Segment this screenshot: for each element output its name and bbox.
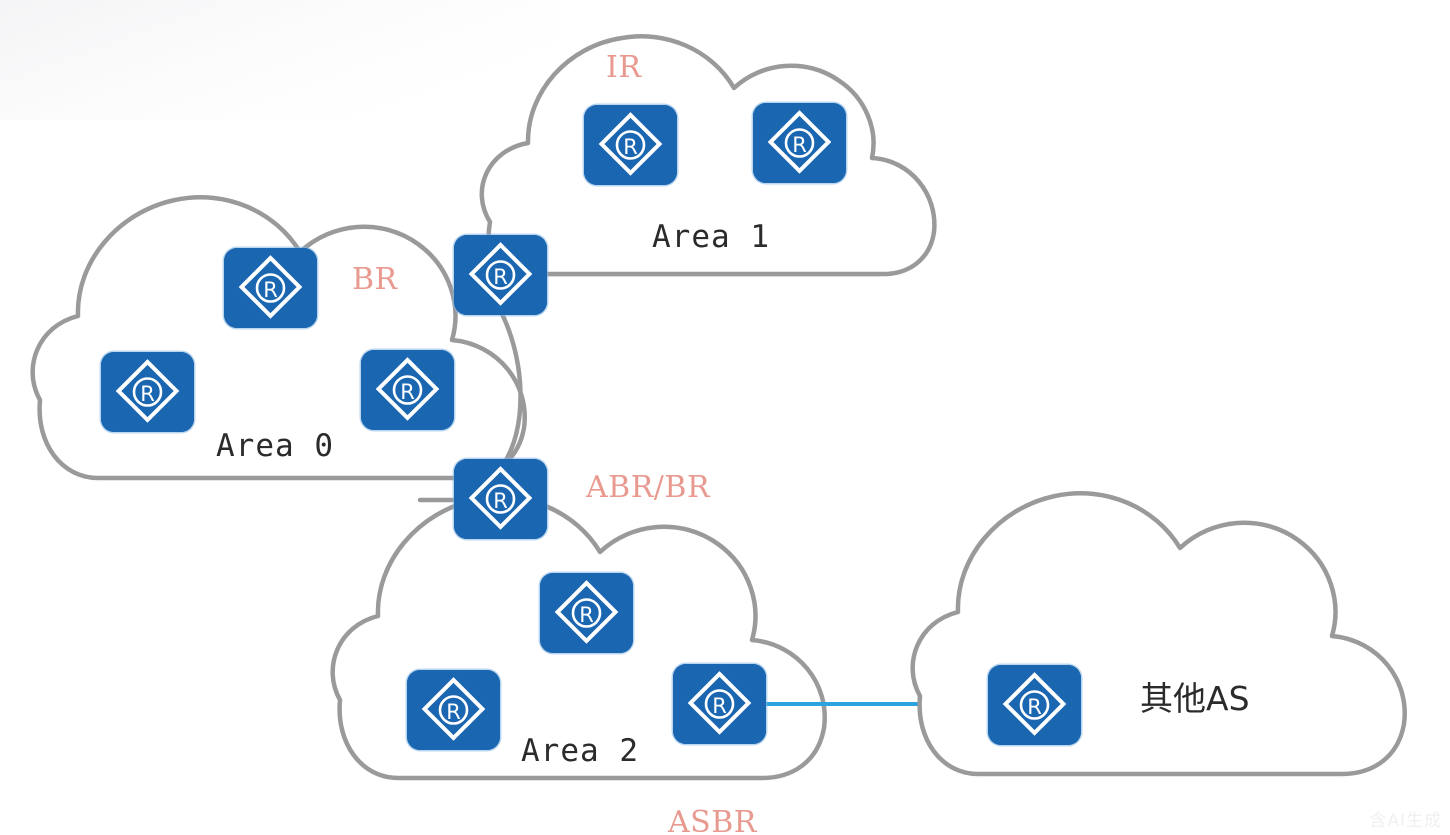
- router-node-asbr[interactable]: R: [673, 664, 766, 744]
- role-label-br: BR: [352, 262, 398, 297]
- svg-text:R: R: [579, 603, 594, 627]
- router-node-area2-left[interactable]: R: [407, 670, 500, 750]
- role-label-ir: IR: [606, 50, 642, 85]
- router-node-abr-br[interactable]: R: [454, 459, 547, 539]
- cloud-other-as: [910, 491, 1407, 777]
- link-br-to-abr: [497, 307, 523, 469]
- cloud-area1: [479, 34, 937, 277]
- router-icon: R: [454, 235, 547, 315]
- svg-text:R: R: [493, 265, 508, 289]
- ai-watermark: 含AI生成: [1369, 811, 1442, 831]
- router-icon: R: [224, 248, 317, 328]
- svg-text:R: R: [712, 694, 727, 718]
- router-icon: R: [673, 664, 766, 744]
- role-label-abr-br: ABR/BR: [586, 470, 711, 505]
- router-icon: R: [584, 105, 677, 185]
- router-node-area2-top[interactable]: R: [540, 573, 633, 653]
- router-node-area0-right[interactable]: R: [361, 350, 454, 430]
- svg-text:R: R: [1027, 695, 1042, 719]
- router-icon: R: [407, 670, 500, 750]
- svg-text:R: R: [400, 380, 415, 404]
- svg-text:R: R: [493, 489, 508, 513]
- router-node-br[interactable]: R: [454, 235, 547, 315]
- router-icon: R: [988, 665, 1081, 745]
- cloud-label-other-as: 其他AS: [1140, 679, 1250, 718]
- router-icon: R: [540, 573, 633, 653]
- router-icon: R: [753, 103, 846, 183]
- cloud-label-area1: Area 1: [652, 219, 770, 255]
- cloud-label-area0: Area 0: [216, 428, 334, 464]
- router-icon: R: [454, 459, 547, 539]
- svg-text:R: R: [446, 700, 461, 724]
- svg-text:R: R: [263, 278, 278, 302]
- router-node-area1-right[interactable]: R: [753, 103, 846, 183]
- router-icon: R: [101, 352, 194, 432]
- router-node-area1-left[interactable]: R: [584, 105, 677, 185]
- svg-text:R: R: [792, 133, 807, 157]
- router-node-area0-left[interactable]: R: [101, 352, 194, 432]
- router-icon: R: [361, 350, 454, 430]
- cloud-label-area2: Area 2: [521, 733, 639, 769]
- svg-text:R: R: [140, 382, 155, 406]
- svg-text:R: R: [623, 135, 638, 159]
- router-node-area0-top[interactable]: R: [224, 248, 317, 328]
- role-label-asbr: ASBR: [668, 805, 757, 835]
- router-node-other-as[interactable]: R: [988, 665, 1081, 745]
